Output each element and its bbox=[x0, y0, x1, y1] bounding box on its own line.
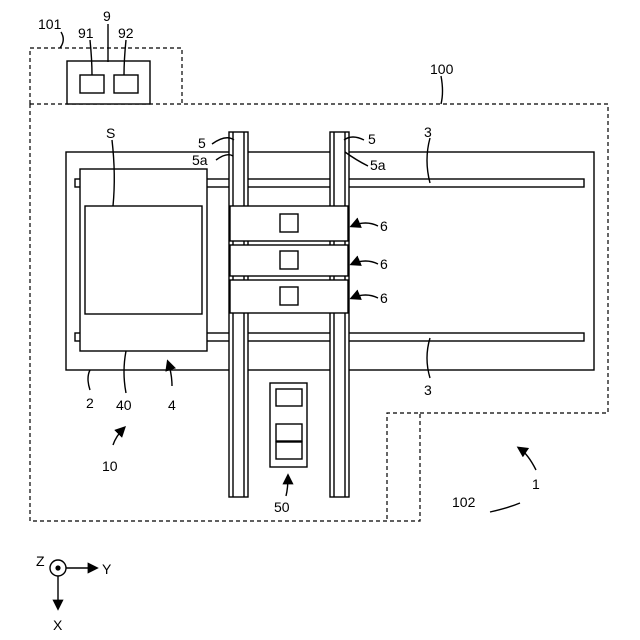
nozzle-6-b bbox=[280, 251, 298, 269]
controller-part-92 bbox=[114, 75, 138, 93]
label-102: 102 bbox=[452, 494, 476, 510]
axis-z-dot-icon bbox=[55, 565, 60, 570]
label-5-right: 5 bbox=[368, 131, 376, 147]
arrow-1 bbox=[519, 448, 536, 470]
label-40: 40 bbox=[116, 397, 132, 413]
label-6-a: 6 bbox=[380, 218, 388, 234]
label-6-b: 6 bbox=[380, 256, 388, 272]
label-101: 101 bbox=[38, 16, 62, 32]
arrow-10 bbox=[113, 428, 124, 445]
arrow-50 bbox=[286, 476, 288, 496]
leader-100 bbox=[441, 76, 443, 104]
label-S: S bbox=[106, 125, 115, 141]
label-2: 2 bbox=[86, 395, 94, 411]
label-5a-right: 5a bbox=[370, 157, 386, 173]
leader-2 bbox=[88, 370, 90, 390]
label-6-c: 6 bbox=[380, 290, 388, 306]
label-9: 9 bbox=[103, 8, 111, 24]
leader-101 bbox=[60, 32, 63, 48]
label-92: 92 bbox=[118, 25, 134, 41]
nozzle-6-c bbox=[280, 287, 298, 305]
label-5-left: 5 bbox=[198, 135, 206, 151]
label-5a-left: 5a bbox=[192, 152, 208, 168]
nozzle-6-a bbox=[280, 214, 298, 232]
label-50: 50 bbox=[274, 499, 290, 515]
label-10: 10 bbox=[102, 458, 118, 474]
leader-102 bbox=[490, 503, 520, 512]
label-100: 100 bbox=[430, 61, 454, 77]
label-91: 91 bbox=[78, 25, 94, 41]
axis-x-label: X bbox=[53, 617, 63, 633]
label-3-top: 3 bbox=[424, 124, 432, 140]
axis-z-label: Z bbox=[36, 553, 45, 569]
gantry-beam-5-left bbox=[229, 132, 248, 497]
axis-y-label: Y bbox=[102, 561, 112, 577]
controller-part-91 bbox=[80, 75, 104, 93]
label-1: 1 bbox=[532, 476, 540, 492]
label-3-bottom: 3 bbox=[424, 382, 432, 398]
substrate-S bbox=[85, 206, 202, 314]
label-4: 4 bbox=[168, 397, 176, 413]
gantry-beam-5-right bbox=[330, 132, 349, 497]
